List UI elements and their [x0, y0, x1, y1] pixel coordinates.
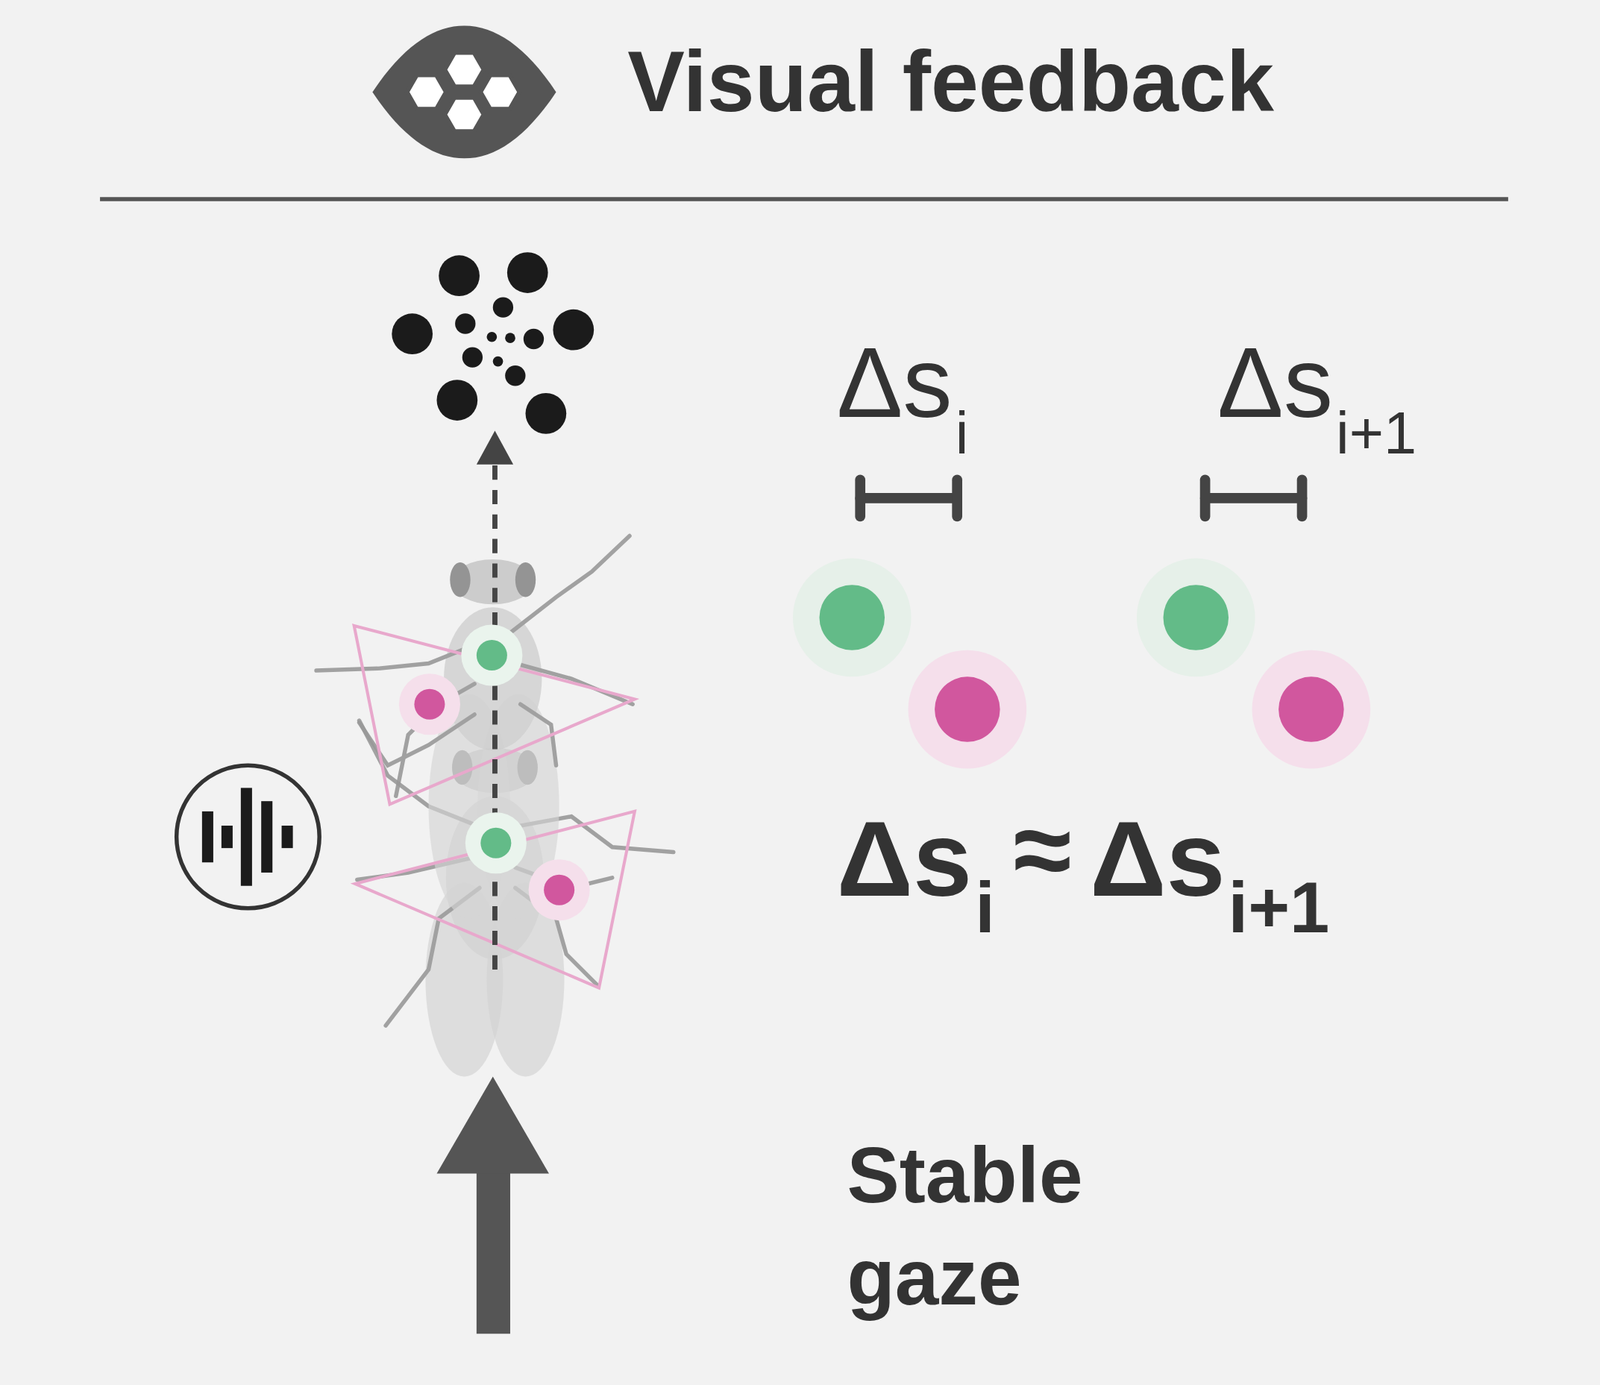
pink-dot	[413, 689, 445, 720]
halo	[908, 650, 1028, 770]
equation-term: Δs	[836, 806, 972, 913]
pink-dot	[1278, 676, 1345, 743]
spacing-dots	[792, 558, 1371, 770]
flow-dot	[525, 393, 567, 435]
marker-dots	[399, 625, 591, 922]
flow-dot	[438, 255, 480, 297]
hexagon	[444, 97, 484, 132]
delta-symbol: Δs	[836, 333, 953, 433]
green-dot	[1163, 584, 1230, 651]
divider-line	[99, 196, 1509, 201]
flow-dot	[523, 328, 544, 350]
subscript: i	[955, 403, 969, 463]
bar	[202, 811, 214, 863]
sound-icon	[176, 765, 320, 909]
flow-dot	[455, 313, 476, 334]
subscript: i	[974, 871, 996, 944]
pink-dot	[543, 874, 575, 906]
arrow-shaft	[476, 1168, 511, 1335]
approx-sign: ≈	[1012, 796, 1072, 903]
equation-term: Δs	[1089, 806, 1225, 913]
flow-dot	[391, 313, 433, 355]
arrow-head	[436, 1077, 549, 1175]
flow-dot	[507, 252, 549, 294]
fly-upper	[316, 536, 633, 919]
halo	[1252, 650, 1372, 770]
eye	[515, 562, 536, 598]
green-dot	[476, 640, 508, 671]
halo	[1136, 558, 1256, 678]
icon-ring	[176, 765, 320, 909]
legs	[316, 536, 633, 797]
title: Visual feedback	[627, 38, 1275, 125]
halo	[792, 558, 912, 678]
flow-dot	[493, 356, 504, 367]
eye-icon	[372, 26, 556, 159]
pink-dot	[934, 676, 1001, 743]
big-arrow	[436, 1077, 549, 1335]
flow-dot	[552, 309, 594, 351]
brackets	[860, 479, 1302, 517]
subscript: i+1	[1335, 403, 1417, 463]
bar	[261, 801, 273, 873]
bar	[240, 787, 253, 886]
stable-gaze-label: Stable gaze	[846, 1124, 1153, 1330]
halo	[528, 859, 591, 921]
eye	[449, 562, 470, 598]
delta-symbol: Δs	[1217, 333, 1333, 433]
green-dot	[480, 827, 511, 859]
flow-dot	[504, 332, 516, 344]
flow-dot	[504, 365, 526, 386]
flow-dot	[436, 379, 478, 421]
hexagon	[480, 75, 520, 109]
hexagon	[407, 75, 447, 109]
halo	[399, 673, 461, 735]
bar	[221, 825, 233, 849]
hexagon	[444, 52, 484, 87]
arrow-head	[476, 431, 514, 465]
green-dot	[819, 584, 885, 651]
halo	[460, 625, 523, 687]
flow-dot	[487, 331, 498, 343]
ommatidia	[407, 52, 520, 132]
body	[443, 607, 542, 751]
flow-dot	[462, 346, 483, 367]
bar	[281, 825, 294, 849]
heading-line	[492, 464, 498, 970]
halo	[465, 812, 527, 874]
subscript: i+1	[1228, 871, 1330, 944]
flow-dot	[493, 296, 514, 318]
optic-flow-dots	[391, 252, 594, 435]
